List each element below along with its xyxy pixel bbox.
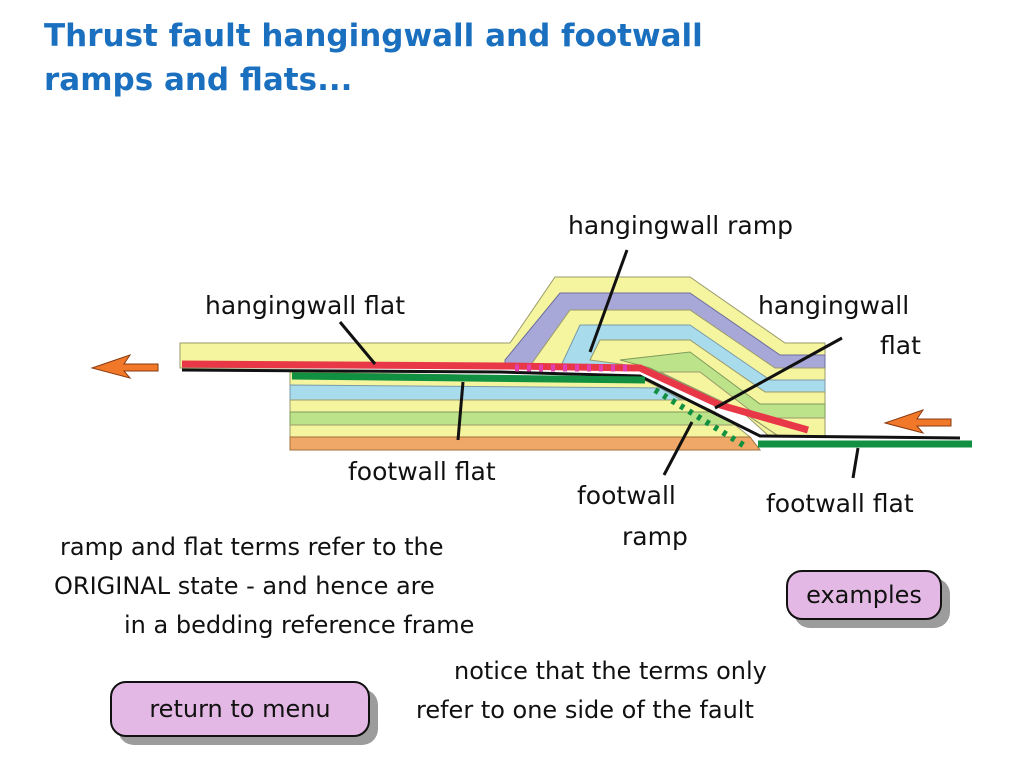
slide-title: Thrust fault hangingwall and footwall ra… (44, 14, 864, 102)
note-left-line-1: ramp and flat terms refer to the (60, 533, 444, 561)
leader-footwall-flat-left (456, 381, 465, 441)
hangingwall-fault-base-black (181, 368, 961, 440)
hangingwall-layers (179, 276, 826, 438)
return-to-menu-button[interactable]: return to menu (110, 681, 370, 737)
note-one-side: notice that the terms only refer to one … (416, 652, 886, 730)
note-right-line-1: notice that the terms only (454, 657, 767, 685)
leader-hangingwall-ramp (588, 249, 629, 353)
leader-lines (338, 249, 860, 479)
note-bedding-reference: ramp and flat terms refer to the ORIGINA… (54, 528, 594, 645)
label-footwall-ramp-1: footwall (577, 481, 676, 510)
examples-button[interactable]: examples (786, 570, 942, 620)
note-left-line-2: ORIGINAL state - and hence are (54, 572, 435, 600)
footwall-layer-yellow-3 (289, 424, 752, 438)
label-hangingwall-flat-right-1: hangingwall (758, 291, 909, 320)
note-right-line-2: refer to one side of the fault (416, 696, 754, 724)
hangingwall-fault-red (181, 360, 809, 434)
label-hangingwall-ramp: hangingwall ramp (568, 211, 793, 240)
arrow-left-icon-right (883, 409, 952, 434)
footwall-layer-yellow-2 (289, 399, 716, 413)
leader-footwall-ramp (662, 421, 694, 476)
title-line-1: Thrust fault hangingwall and footwall (44, 18, 703, 54)
footwall-layer-green (289, 411, 737, 426)
footwall-layer-orange (289, 436, 762, 451)
footwall-ramp-green-dots (653, 387, 750, 451)
label-footwall-flat-right: footwall flat (766, 489, 914, 518)
arrow-left-icon (90, 354, 159, 379)
footwall-fault-green (291, 372, 646, 384)
leader-footwall-flat-right (851, 447, 860, 479)
title-line-2: ramps and flats... (44, 62, 353, 98)
label-hangingwall-flat-left: hangingwall flat (205, 291, 405, 320)
note-left-line-3: in a bedding reference frame (124, 611, 475, 639)
footwall-layers (289, 371, 762, 451)
leader-hangingwall-flat-left (338, 321, 377, 365)
fault-lines (181, 360, 972, 451)
label-footwall-ramp-2: ramp (622, 522, 688, 551)
leader-hangingwall-flat-right (714, 336, 843, 410)
label-hangingwall-flat-right-2: flat (880, 331, 921, 360)
label-footwall-flat-left: footwall flat (348, 457, 496, 486)
